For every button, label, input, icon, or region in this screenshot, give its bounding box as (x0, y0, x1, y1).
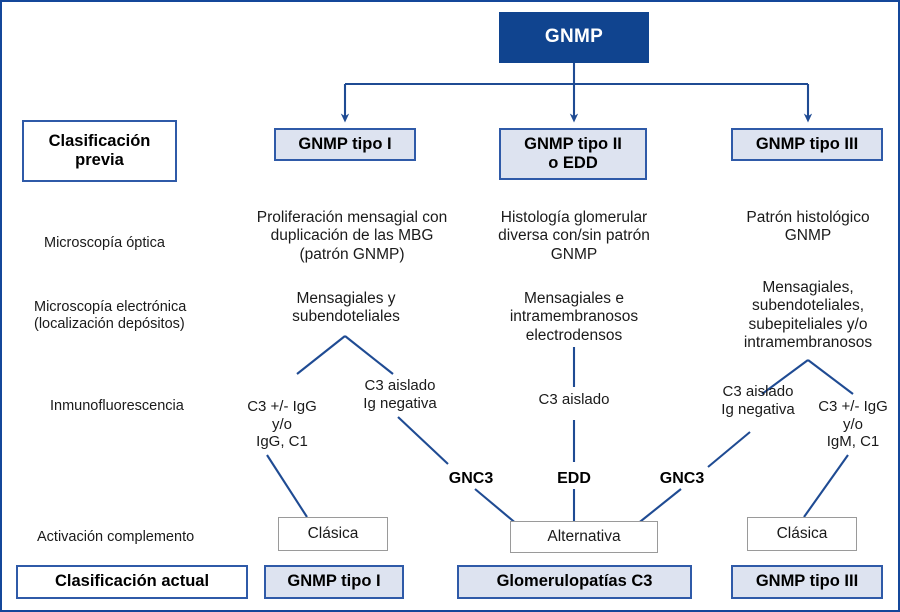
immuno-tipo-iii-left: C3 aislado Ig negativa (697, 383, 819, 423)
connector-c1-branch-right (344, 335, 394, 375)
row-label-immuno-text: Inmunofluorescencia (50, 398, 184, 415)
row-label-complement-text: Activación complemento (37, 529, 195, 546)
optical-text-tipo-i: Proliferación mensagial con duplicación … (234, 209, 470, 269)
current-box-tipo-i-label: GNMP tipo I (287, 572, 381, 591)
row-label-electron: Microscopía electrónica (localización de… (34, 299, 239, 337)
optical-tipo-ii-line2: diversa con/sin patrón (498, 227, 650, 245)
connector-c1-left-to-clasica (266, 454, 308, 518)
electron-tipo-iii-line2: subendoteliales, (751, 297, 865, 315)
electron-tipo-iii-line1: Mensagiales, (762, 279, 854, 296)
row-label-electron-line1: Microscopía electrónica (34, 299, 187, 315)
optical-tipo-i-line2: duplicación de las MBG (270, 227, 434, 245)
optical-tipo-ii-line3: GNMP (550, 245, 598, 263)
immuno-tipo-ii-center-line1: C3 aislado (538, 391, 610, 409)
legend-previous-classification[interactable]: Clasificación previa (22, 120, 177, 182)
tag-edd-center: EDD (548, 468, 600, 490)
complement-box-tipo-iii[interactable]: Clásica (747, 517, 857, 551)
row-label-complement: Activación complemento (37, 528, 242, 548)
electron-tipo-ii-line3: electrodensos (525, 326, 623, 344)
optical-tipo-i-line3: (patrón GNMP) (299, 245, 405, 263)
immuno-tipo-i-left-line2: y/o (271, 415, 292, 433)
connector-c3-right-to-clasica (803, 454, 849, 518)
optical-tipo-i-line1: Proliferación mensagial con (256, 209, 448, 226)
current-box-tipo-ii-label: Glomerulopatías C3 (496, 572, 653, 591)
legend-previous-line2: previa (75, 151, 124, 169)
root-node-gnmp[interactable]: GNMP (499, 12, 649, 63)
column-header-tipo-ii-line2: o EDD (548, 154, 598, 172)
tag-gnc3-left: GNC3 (439, 468, 503, 490)
complement-box-tipo-ii-label: Alternativa (547, 527, 621, 545)
electron-tipo-i-line2: subendoteliales (292, 308, 400, 326)
row-label-optical: Microscopía óptica (44, 234, 234, 254)
row-label-optical-text: Microscopía óptica (44, 235, 165, 252)
current-box-tipo-iii-label: GNMP tipo III (755, 572, 859, 591)
tag-gnc3-right-label: GNC3 (659, 469, 705, 487)
tag-edd-center-label: EDD (557, 469, 591, 487)
complement-box-tipo-i-label: Clásica (307, 524, 359, 542)
legend-previous-line1: Clasificación (48, 131, 151, 150)
column-header-tipo-ii-text: GNMP tipo II o EDD (524, 135, 622, 174)
electron-tipo-ii-line1: Mensagiales e (524, 290, 624, 307)
connector-c1-branch-left (296, 335, 346, 375)
electron-tipo-iii-line4: intramembranosos (743, 333, 873, 351)
root-node-label: GNMP (544, 26, 604, 48)
immuno-tipo-iii-right-line3: IgM, C1 (826, 433, 880, 451)
column-header-tipo-iii[interactable]: GNMP tipo III (731, 128, 883, 161)
immuno-tipo-i-left-line3: IgG, C1 (256, 433, 308, 451)
legend-previous-text: Clasificación previa (49, 132, 151, 171)
row-label-immuno: Inmunofluorescencia (50, 397, 240, 417)
column-header-tipo-iii-label: GNMP tipo III (755, 134, 859, 153)
current-box-tipo-i[interactable]: GNMP tipo I (264, 565, 404, 599)
complement-box-tipo-i[interactable]: Clásica (278, 517, 388, 551)
optical-text-tipo-ii: Histología glomerular diversa con/sin pa… (464, 209, 684, 269)
electron-text-tipo-i: Mensagiales y subendoteliales (255, 290, 437, 332)
complement-box-tipo-iii-label: Clásica (776, 524, 828, 542)
column-header-tipo-ii[interactable]: GNMP tipo II o EDD (499, 128, 647, 180)
complement-box-tipo-ii[interactable]: Alternativa (510, 521, 658, 553)
immuno-tipo-i-right: C3 aislado Ig negativa (339, 377, 461, 417)
column-header-tipo-i[interactable]: GNMP tipo I (274, 128, 416, 161)
tag-gnc3-left-label: GNC3 (448, 469, 494, 487)
current-box-tipo-iii[interactable]: GNMP tipo III (731, 565, 883, 599)
immuno-tipo-ii-center: C3 aislado (521, 389, 627, 411)
electron-tipo-iii-line3: subepiteliales y/o (748, 315, 868, 333)
immuno-tipo-iii-left-line1: C3 aislado (722, 383, 794, 400)
legend-current-classification[interactable]: Clasificación actual (16, 565, 248, 599)
optical-tipo-iii-line2: GNMP (784, 227, 832, 245)
column-header-tipo-i-label: GNMP tipo I (298, 134, 392, 153)
immuno-tipo-i-right-line1: C3 aislado (364, 377, 436, 394)
connector-c3-gnc3-to-alternativa (635, 488, 682, 526)
immuno-tipo-i-left-line1: C3 +/- IgG (247, 398, 317, 415)
electron-tipo-i-line1: Mensagiales y (296, 290, 396, 307)
legend-current-label: Clasificación actual (54, 572, 210, 591)
immuno-tipo-i-left: C3 +/- IgG y/o IgG, C1 (216, 398, 348, 456)
electron-tipo-ii-line2: intramembranosos (509, 308, 639, 326)
electron-text-tipo-ii: Mensagiales e intramembranosos electrode… (481, 290, 667, 350)
connector-c1-right-to-gnc3 (397, 416, 449, 465)
current-box-tipo-ii[interactable]: Glomerulopatías C3 (457, 565, 692, 599)
tag-gnc3-right: GNC3 (650, 468, 714, 490)
electron-text-tipo-iii: Mensagiales, subendoteliales, subepiteli… (711, 279, 898, 357)
immuno-tipo-iii-right-line2: y/o (842, 415, 863, 433)
optical-text-tipo-iii: Patrón histológico GNMP (708, 209, 898, 251)
connector-c1-gnc3-to-alternativa (474, 488, 519, 526)
row-label-electron-line2: (localización depósitos) (34, 316, 185, 333)
immuno-tipo-iii-left-line2: Ig negativa (721, 400, 795, 418)
column-header-tipo-ii-line1: GNMP tipo II (524, 134, 622, 153)
immuno-tipo-iii-right: C3 +/- IgG y/o IgM, C1 (807, 398, 898, 456)
immuno-tipo-iii-right-line1: C3 +/- IgG (818, 398, 888, 415)
immuno-tipo-i-right-line2: Ig negativa (363, 394, 437, 412)
optical-tipo-iii-line1: Patrón histológico (746, 209, 870, 226)
optical-tipo-ii-line1: Histología glomerular (500, 209, 648, 226)
connector-c3-left-to-gnc3 (707, 431, 751, 468)
